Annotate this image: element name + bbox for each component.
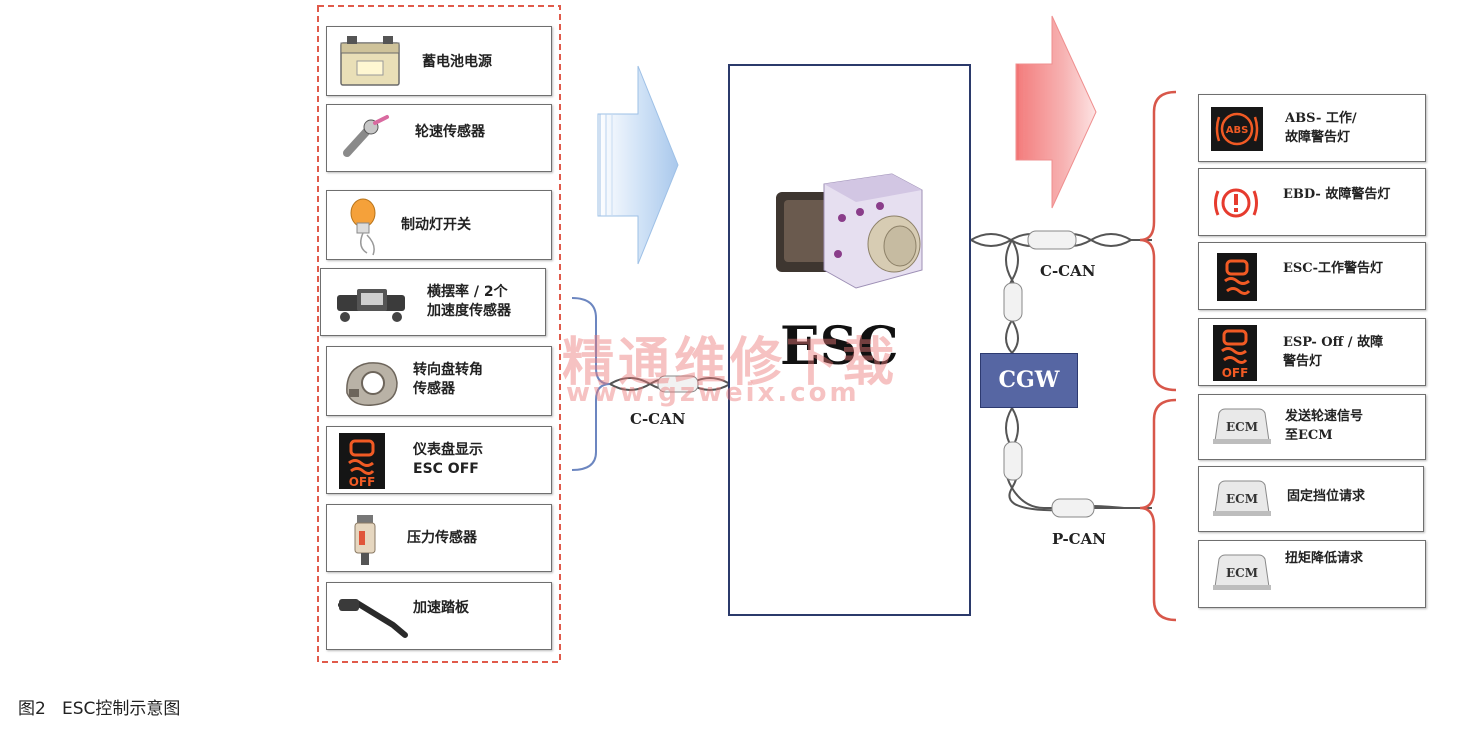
figure-caption: 图2 ESC控制示意图 [18, 699, 181, 719]
esc-off-indicator-icon: OFF [339, 433, 385, 489]
wheel-speed-sensor-icon [343, 115, 389, 157]
accelerator-pedal-icon [338, 599, 408, 638]
ebd-warning-icon [1214, 188, 1258, 218]
output-box-abs: ABS ABS- 工作/ 故障警告灯 [1198, 94, 1426, 162]
esc-warning-icon [1217, 253, 1257, 301]
input-group-frame [317, 5, 561, 663]
input-label-pressure-sensor: 压力传感器 [407, 530, 477, 546]
input-label-brake-switch: 制动灯开关 [401, 217, 471, 233]
esc-off-icon-text: OFF [349, 475, 376, 489]
input-arrow [597, 65, 679, 265]
ecm-icon: ECM [1213, 554, 1271, 590]
ecm-icon-text: ECM [1226, 566, 1258, 580]
abs-warning-icon: ABS [1211, 107, 1263, 151]
output-label-ecm-wheel-speed: 发送轮速信号 至ECM [1285, 409, 1364, 443]
output-box-ebd: EBD- 故障警告灯 [1198, 168, 1426, 236]
esp-off-warning-icon: OFF [1213, 325, 1257, 381]
brake-light-switch-icon [350, 198, 376, 256]
output-label-esp-off: ESP- Off / 故障 警告灯 [1283, 335, 1384, 369]
watermark-text: 精通维修下载 [562, 333, 899, 393]
input-box-yaw-sensor: 横摆率 / 2个 加速度传感器 [320, 268, 546, 336]
output-box-ecm-wheel-speed: ECM 发送轮速信号 至ECM [1198, 394, 1426, 460]
input-box-wheel-speed: 轮速传感器 [326, 104, 552, 172]
output-brace-bottom [1139, 398, 1177, 622]
input-label-wheel-speed: 轮速传感器 [415, 124, 485, 140]
left-c-can-label: C-CAN [630, 410, 686, 428]
ecm-icon: ECM [1213, 480, 1271, 516]
output-arrow [1015, 15, 1097, 209]
esc-hydraulic-unit-icon [776, 173, 923, 289]
ecm-icon-text: ECM [1226, 492, 1258, 506]
input-label-yaw-sensor: 横摆率 / 2个 加速度传感器 [427, 284, 511, 319]
pressure-sensor-icon [354, 515, 376, 565]
output-label-esc: ESC-工作警告灯 [1283, 261, 1384, 276]
abs-icon-text: ABS [1226, 125, 1249, 136]
output-label-ecm-gear: 固定挡位请求 [1287, 489, 1366, 504]
watermark-url: www.gzweix.com [566, 378, 860, 408]
output-box-ecm-torque: ECM 扭矩降低请求 [1198, 540, 1426, 608]
p-can-label: P-CAN [1052, 530, 1106, 548]
p-can-cable [1005, 407, 1152, 509]
ecm-icon: ECM [1213, 408, 1271, 444]
input-box-esc-off-display: OFF 仪表盘显示 ESC OFF [326, 426, 552, 494]
input-label-steering-angle: 转向盘转角 传感器 [413, 362, 483, 397]
output-brace-top [1139, 90, 1177, 392]
input-label-accelerator: 加速踏板 [413, 600, 469, 616]
esc-title: ESC [780, 316, 899, 377]
output-label-ecm-torque: 扭矩降低请求 [1285, 551, 1364, 566]
esp-off-icon-text: OFF [1222, 366, 1249, 380]
input-box-battery: 蓄电池电源 [326, 26, 552, 96]
input-box-brake-switch: 制动灯开关 [326, 190, 552, 260]
input-box-pressure-sensor: 压力传感器 [326, 504, 552, 572]
output-box-esp-off: OFF ESP- Off / 故障 警告灯 [1198, 318, 1426, 386]
battery-icon [340, 36, 400, 86]
yaw-rate-sensor-icon [337, 289, 405, 322]
output-label-ebd: EBD- 故障警告灯 [1283, 187, 1391, 202]
input-box-accelerator: 加速踏板 [326, 582, 552, 650]
steering-angle-sensor-icon [346, 362, 398, 406]
ecm-icon-text: ECM [1226, 420, 1258, 434]
output-box-esc: ESC-工作警告灯 [1198, 242, 1426, 310]
input-label-esc-off-display: 仪表盘显示 ESC OFF [413, 442, 483, 477]
input-box-steering-angle: 转向盘转角 传感器 [326, 346, 552, 416]
output-label-abs: ABS- 工作/ 故障警告灯 [1285, 111, 1357, 145]
input-label-battery: 蓄电池电源 [422, 54, 492, 70]
output-box-ecm-gear: ECM 固定挡位请求 [1198, 466, 1424, 532]
right-c-can-label: C-CAN [1040, 262, 1096, 280]
esc-module-box [728, 64, 971, 616]
cgw-gateway: CGW [980, 353, 1078, 408]
